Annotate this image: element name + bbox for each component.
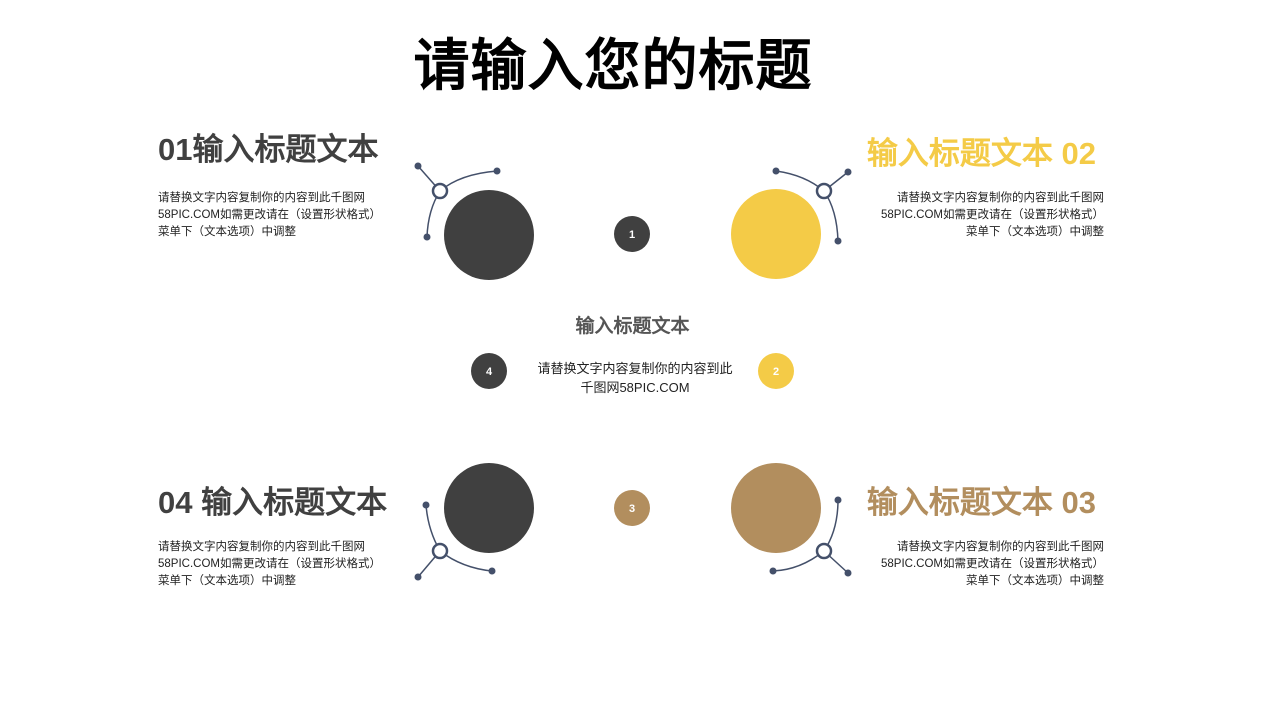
body-line: 58PIC.COM如需更改请在（设置形状格式） bbox=[158, 558, 381, 570]
connector-dot-icon bbox=[414, 162, 422, 170]
body-line: 58PIC.COM如需更改请在（设置形状格式） bbox=[881, 558, 1104, 570]
center-title: 输入标题文本 bbox=[575, 316, 690, 337]
body-line: 菜单下（文本选项）中调整 bbox=[158, 575, 296, 587]
connector-dot-icon bbox=[423, 233, 431, 241]
node-03-graphic bbox=[731, 463, 852, 577]
connector-dot-icon bbox=[844, 168, 852, 176]
connector-dot-icon bbox=[769, 567, 777, 575]
connector-dot-icon bbox=[488, 567, 496, 575]
section-01-body: 请替换文字内容复制你的内容到此千图网 58PIC.COM如需更改请在（设置形状格… bbox=[158, 190, 398, 241]
section-04-body: 请替换文字内容复制你的内容到此千图网 58PIC.COM如需更改请在（设置形状格… bbox=[158, 539, 398, 590]
connector-dot-icon bbox=[414, 573, 422, 581]
connector-dot-icon bbox=[493, 167, 501, 175]
connector-ring-icon bbox=[431, 542, 449, 560]
body-line: 58PIC.COM如需更改请在（设置形状格式） bbox=[881, 209, 1104, 221]
connector-ring-icon bbox=[815, 542, 833, 560]
svg-text:2: 2 bbox=[773, 366, 779, 378]
body-line: 请替换文字内容复制你的内容到此千图网 bbox=[158, 192, 365, 204]
svg-text:4: 4 bbox=[486, 366, 493, 378]
big-circle-02 bbox=[731, 189, 821, 279]
body-line: 请替换文字内容复制你的内容到此千图网 bbox=[158, 541, 365, 553]
connector-dot-icon bbox=[844, 569, 852, 577]
body-line: 58PIC.COM如需更改请在（设置形状格式） bbox=[158, 209, 381, 221]
connector-ring-icon bbox=[431, 182, 449, 200]
center-body: 请替换文字内容复制你的内容到此 千图网58PIC.COM bbox=[520, 359, 750, 397]
body-line: 菜单下（文本选项）中调整 bbox=[966, 575, 1104, 587]
badge-3: 3 bbox=[614, 490, 650, 526]
body-line: 菜单下（文本选项）中调整 bbox=[158, 226, 296, 238]
body-line: 请替换文字内容复制你的内容到此千图网 bbox=[897, 541, 1104, 553]
svg-text:1: 1 bbox=[629, 229, 635, 241]
section-03-title: 输入标题文本 03 bbox=[866, 485, 1096, 520]
big-circle-01 bbox=[444, 190, 534, 280]
svg-text:3: 3 bbox=[629, 503, 635, 515]
connector-dot-icon bbox=[834, 237, 842, 245]
section-03-body: 请替换文字内容复制你的内容到此千图网 58PIC.COM如需更改请在（设置形状格… bbox=[864, 539, 1104, 590]
connector-dot-icon bbox=[772, 167, 780, 175]
big-circle-03 bbox=[731, 463, 821, 553]
badge-2: 2 bbox=[758, 353, 794, 389]
big-circle-04 bbox=[444, 463, 534, 553]
section-01-title: 01输入标题文本 bbox=[158, 132, 379, 167]
body-line: 菜单下（文本选项）中调整 bbox=[966, 226, 1104, 238]
body-line: 千图网58PIC.COM bbox=[580, 380, 690, 395]
section-02-title: 输入标题文本 02 bbox=[866, 136, 1096, 171]
badge-4: 4 bbox=[471, 353, 507, 389]
connector-dot-icon bbox=[422, 501, 430, 509]
connector-dot-icon bbox=[834, 496, 842, 504]
slide-title: 请输入您的标题 bbox=[413, 33, 813, 99]
node-01-graphic bbox=[414, 162, 534, 280]
body-line: 请替换文字内容复制你的内容到此 bbox=[537, 361, 733, 376]
section-04-title: 04 输入标题文本 bbox=[158, 485, 388, 520]
node-04-graphic bbox=[414, 463, 534, 581]
connector-ring-icon bbox=[815, 182, 833, 200]
node-02-graphic bbox=[731, 167, 852, 279]
badge-1: 1 bbox=[614, 216, 650, 252]
body-line: 请替换文字内容复制你的内容到此千图网 bbox=[897, 192, 1104, 204]
section-02-body: 请替换文字内容复制你的内容到此千图网 58PIC.COM如需更改请在（设置形状格… bbox=[864, 190, 1104, 241]
